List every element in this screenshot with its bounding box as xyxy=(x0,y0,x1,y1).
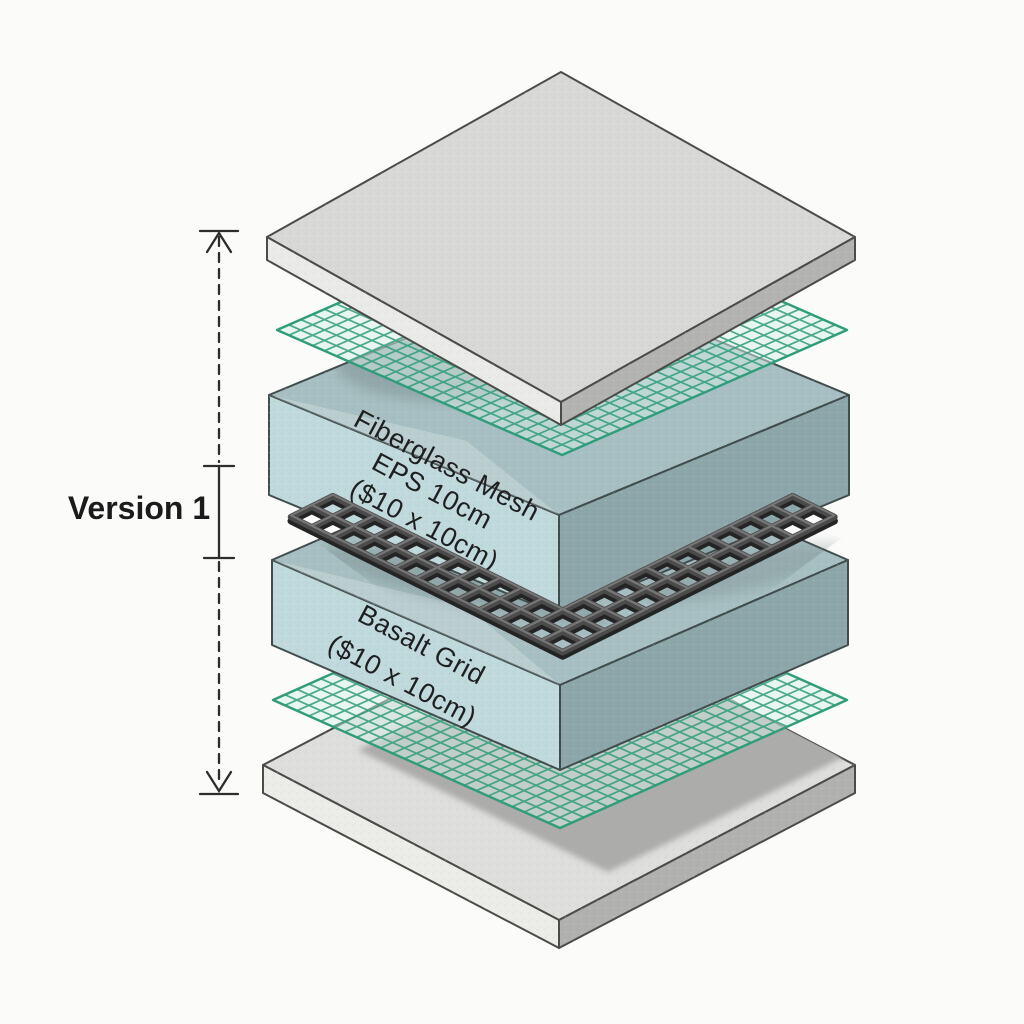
dimension-arrow-down-icon xyxy=(205,770,233,794)
height-dimension xyxy=(198,229,240,796)
basalt-grid-cell xyxy=(791,504,836,527)
layer-top-render-plate xyxy=(266,71,856,426)
eps-board-lower-texture xyxy=(272,560,560,770)
dimension-arrow-up-icon xyxy=(205,230,233,254)
top-render-plate-texture xyxy=(561,237,855,425)
eps-board-upper-texture xyxy=(269,395,559,615)
basalt-grid-lattice xyxy=(287,492,838,656)
eps-board-lower-texture xyxy=(560,560,848,770)
base-plate-texture xyxy=(559,765,855,948)
base-plate-texture xyxy=(263,765,559,948)
basalt-grid-lattice xyxy=(290,493,836,652)
eps-board-upper-texture xyxy=(559,395,849,615)
version-title: Version 1 xyxy=(68,490,210,526)
layer-basalt-grid xyxy=(287,492,838,660)
top-render-plate-texture xyxy=(267,237,561,425)
basalt-grid-cell xyxy=(789,503,838,531)
